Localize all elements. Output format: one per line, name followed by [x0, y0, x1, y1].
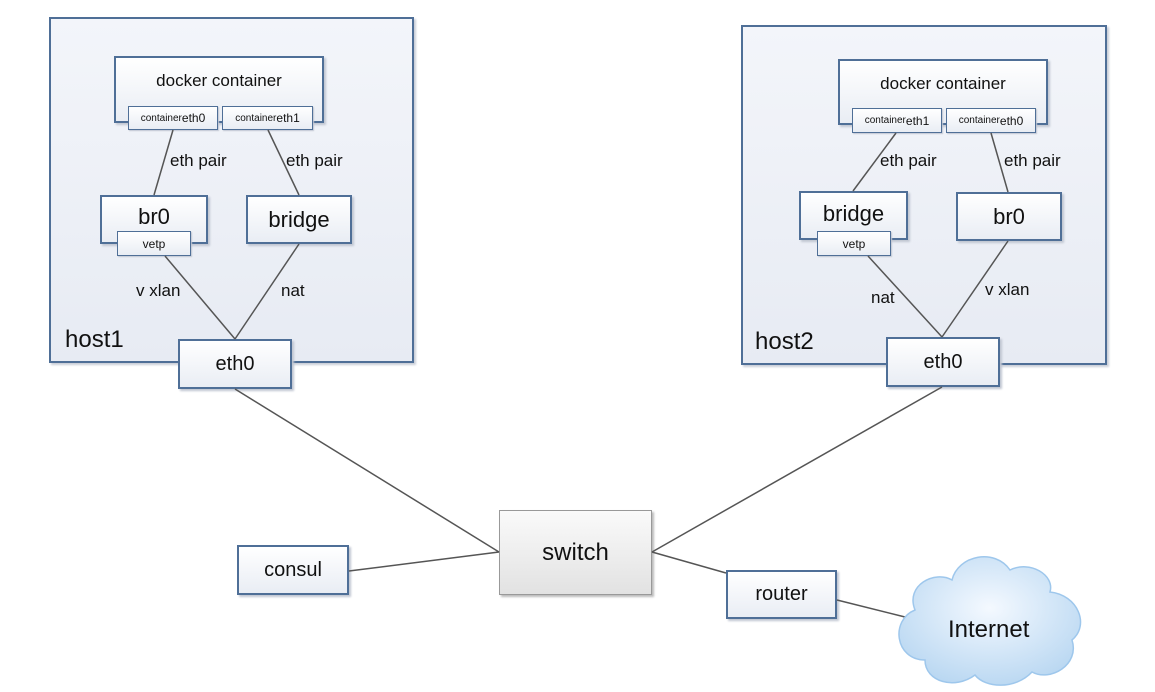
host1-eth0: eth0: [178, 339, 292, 389]
host2-container-label: docker container: [880, 74, 1006, 93]
consul-node: consul: [237, 545, 349, 595]
h2-switch-line: [651, 386, 943, 553]
h2-nat-label: nat: [871, 288, 895, 307]
switch-node: switch: [499, 510, 652, 595]
router-switch-line: [651, 551, 727, 574]
h1-switch-line: [234, 388, 500, 553]
host2-bridge: bridge: [799, 191, 908, 240]
h2-pair-a-label: eth pair: [880, 151, 937, 170]
consul-switch-line: [348, 551, 500, 572]
host1-bridge: bridge: [246, 195, 352, 244]
host1-container-label: docker container: [156, 71, 282, 90]
h1-pair-a-line: [153, 129, 174, 196]
h2-pair-b-line: [990, 132, 1009, 193]
h2-nat-line: [867, 255, 943, 338]
h1-nat-line: [234, 243, 300, 340]
host1-vetp: vetp: [117, 231, 191, 256]
h1-pair-b-line: [267, 129, 300, 196]
internet-label: Internet: [948, 616, 1030, 643]
h1-vxlan-line: [164, 255, 236, 340]
h2-vxlan-label: v xlan: [985, 280, 1030, 299]
h1-pair-a-label: eth pair: [170, 151, 227, 170]
h2-pair-a-line: [852, 132, 897, 192]
h1-nat-label: nat: [281, 281, 305, 300]
host2-br0: br0: [956, 192, 1062, 241]
host2-label: host2: [755, 328, 814, 355]
h2-pair-b-label: eth pair: [1004, 151, 1061, 170]
host2-eth0: eth0: [886, 337, 1000, 387]
host2-vetp: vetp: [817, 231, 891, 256]
internet-cloud: [898, 556, 1082, 686]
h2-vxlan-line: [941, 240, 1009, 338]
h1-pair-b-label: eth pair: [286, 151, 343, 170]
router-internet-line: [836, 599, 906, 618]
host1-label: host1: [65, 326, 124, 353]
router-node: router: [726, 570, 837, 619]
h1-vxlan-label: v xlan: [136, 281, 181, 300]
